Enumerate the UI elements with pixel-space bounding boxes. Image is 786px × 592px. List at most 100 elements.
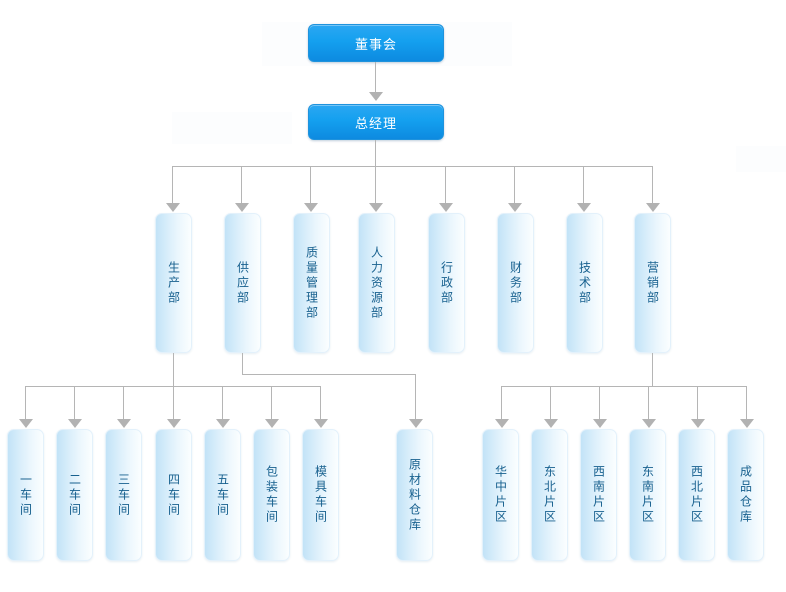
- node-department-marketing-label: 营销部: [645, 260, 660, 306]
- node-unit-workshop-2-label: 二车间: [67, 472, 82, 518]
- connector-drop-unit-5: [222, 386, 223, 421]
- connector-drop-unit-6: [271, 386, 272, 421]
- connector-drop-unit-1: [25, 386, 26, 421]
- arrow-board-to-gm: [369, 92, 383, 101]
- node-department-technology[interactable]: 技术部: [566, 213, 603, 353]
- node-department-human-resources-label: 人力资源部: [369, 245, 384, 321]
- connector-supply-elbow: [242, 374, 415, 375]
- node-general-manager[interactable]: 总经理: [308, 104, 444, 140]
- node-department-production-label: 生产部: [166, 260, 181, 306]
- node-unit-workshop-3[interactable]: 三车间: [105, 429, 142, 561]
- node-board-of-directors[interactable]: 董事会: [308, 24, 444, 62]
- connector-drop-unit-3: [123, 386, 124, 421]
- node-unit-workshop-5[interactable]: 五车间: [204, 429, 241, 561]
- arrow-unit-7: [314, 419, 328, 428]
- connector-supply-drop: [415, 374, 416, 421]
- connector-department-bus: [172, 166, 653, 167]
- node-unit-workshop-3-label: 三车间: [116, 472, 131, 518]
- arrow-dept-1: [166, 203, 180, 212]
- arrow-dept-2: [235, 203, 249, 212]
- arrow-dept-6: [508, 203, 522, 212]
- arrow-region-3: [593, 419, 607, 428]
- connector-drop-region-5: [697, 386, 698, 421]
- node-department-quality-management-label: 质量管理部: [304, 245, 319, 321]
- connector-drop-dept-3: [310, 166, 311, 205]
- arrow-region-5: [691, 419, 705, 428]
- node-region-southeast[interactable]: 东南片区: [629, 429, 666, 561]
- arrow-dept-8: [646, 203, 660, 212]
- node-department-supply[interactable]: 供应部: [224, 213, 261, 353]
- node-region-northwest[interactable]: 西北片区: [678, 429, 715, 561]
- arrow-raw-material-warehouse: [409, 419, 423, 428]
- arrow-unit-6: [265, 419, 279, 428]
- connector-drop-dept-8: [652, 166, 653, 205]
- node-unit-mold-workshop[interactable]: 模具车间: [302, 429, 339, 561]
- connector-drop-region-2: [550, 386, 551, 421]
- arrow-region-6: [740, 419, 754, 428]
- node-unit-raw-material-warehouse[interactable]: 原材料仓库: [396, 429, 433, 561]
- background-wash-2: [172, 112, 292, 144]
- connector-drop-dept-7: [583, 166, 584, 205]
- arrow-dept-5: [439, 203, 453, 212]
- connector-drop-region-6: [746, 386, 747, 421]
- connector-drop-dept-2: [241, 166, 242, 205]
- connector-supply-stem: [242, 353, 243, 374]
- node-department-production[interactable]: 生产部: [155, 213, 192, 353]
- node-unit-packaging-workshop-label: 包装车间: [264, 465, 279, 525]
- node-unit-workshop-4-label: 四车间: [166, 472, 181, 518]
- node-finished-goods-warehouse-label: 成品仓库: [738, 465, 753, 525]
- node-unit-workshop-2[interactable]: 二车间: [56, 429, 93, 561]
- connector-gm-stem: [375, 140, 376, 166]
- arrow-region-1: [495, 419, 509, 428]
- arrow-region-2: [544, 419, 558, 428]
- node-region-southwest-label: 西南片区: [591, 465, 606, 525]
- connector-drop-unit-4: [173, 386, 174, 421]
- node-general-manager-label: 总经理: [354, 116, 397, 132]
- node-region-northeast[interactable]: 东北片区: [531, 429, 568, 561]
- arrow-unit-3: [117, 419, 131, 428]
- node-department-administration[interactable]: 行政部: [428, 213, 465, 353]
- node-department-finance[interactable]: 财务部: [497, 213, 534, 353]
- connector-drop-dept-5: [445, 166, 446, 205]
- node-department-human-resources[interactable]: 人力资源部: [358, 213, 395, 353]
- node-unit-workshop-1[interactable]: 一车间: [7, 429, 44, 561]
- node-region-northwest-label: 西北片区: [689, 465, 704, 525]
- node-finished-goods-warehouse[interactable]: 成品仓库: [727, 429, 764, 561]
- background-wash-3: [736, 146, 786, 172]
- arrow-unit-5: [216, 419, 230, 428]
- connector-drop-dept-1: [172, 166, 173, 205]
- node-department-quality-management[interactable]: 质量管理部: [293, 213, 330, 353]
- node-region-southwest[interactable]: 西南片区: [580, 429, 617, 561]
- arrow-dept-3: [304, 203, 318, 212]
- arrow-unit-1: [19, 419, 33, 428]
- node-region-central-china-label: 华中片区: [493, 465, 508, 525]
- arrow-unit-4: [167, 419, 181, 428]
- node-unit-workshop-5-label: 五车间: [215, 472, 230, 518]
- connector-marketing-bus: [501, 386, 746, 387]
- arrow-unit-2: [68, 419, 82, 428]
- arrow-region-4: [642, 419, 656, 428]
- node-unit-raw-material-warehouse-label: 原材料仓库: [407, 457, 422, 533]
- node-unit-mold-workshop-label: 模具车间: [313, 465, 328, 525]
- node-department-finance-label: 财务部: [508, 260, 523, 306]
- node-unit-workshop-1-label: 一车间: [18, 472, 33, 518]
- node-region-southeast-label: 东南片区: [640, 465, 655, 525]
- node-unit-workshop-4[interactable]: 四车间: [155, 429, 192, 561]
- node-department-technology-label: 技术部: [577, 260, 592, 306]
- connector-drop-dept-6: [514, 166, 515, 205]
- node-unit-packaging-workshop[interactable]: 包装车间: [253, 429, 290, 561]
- connector-drop-unit-2: [74, 386, 75, 421]
- arrow-dept-7: [577, 203, 591, 212]
- connector-production-stem: [173, 353, 174, 386]
- node-department-supply-label: 供应部: [235, 260, 250, 306]
- connector-drop-region-1: [501, 386, 502, 421]
- node-region-northeast-label: 东北片区: [542, 465, 557, 525]
- connector-drop-unit-7: [320, 386, 321, 421]
- node-department-administration-label: 行政部: [439, 260, 454, 306]
- node-region-central-china[interactable]: 华中片区: [482, 429, 519, 561]
- node-board-of-directors-label: 董事会: [354, 37, 397, 53]
- connector-drop-dept-4: [375, 166, 376, 205]
- node-department-marketing[interactable]: 营销部: [634, 213, 671, 353]
- connector-board-to-gm: [375, 62, 376, 94]
